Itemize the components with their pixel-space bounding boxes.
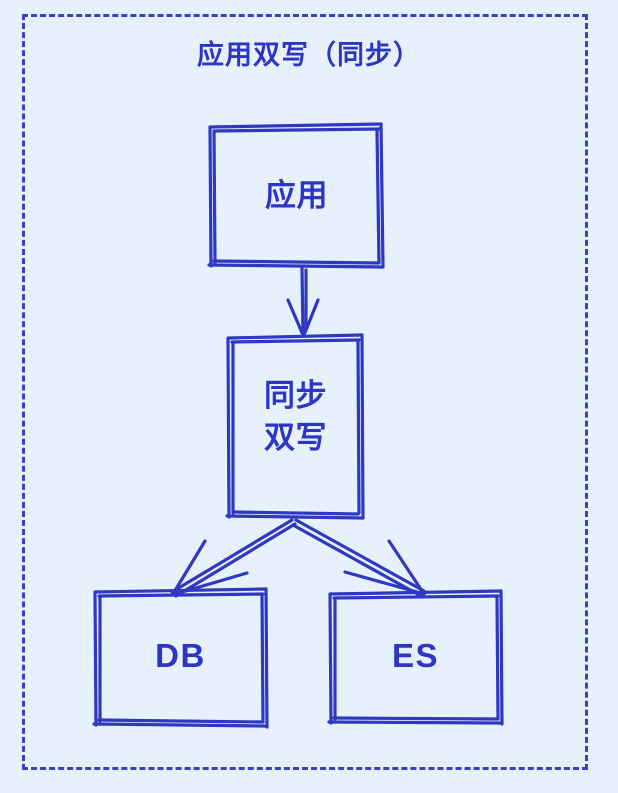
edge-sync-to-db xyxy=(170,518,297,598)
diagram-outer-frame xyxy=(22,14,588,770)
node-sync-outline xyxy=(225,333,365,520)
node-label-app: 应用 xyxy=(265,178,328,213)
node-app-outline xyxy=(207,122,385,269)
node-es-outline xyxy=(327,589,504,726)
node-label-db: DB xyxy=(155,637,206,674)
node-db-outline xyxy=(92,587,269,729)
node-label-sync: 同步 双写 xyxy=(264,378,327,455)
node-label-es: ES xyxy=(391,637,440,674)
page-title: 应用双写（同步） xyxy=(197,40,421,70)
edge-sync-to-es xyxy=(291,518,426,598)
edge-app-to-sync xyxy=(286,266,320,337)
